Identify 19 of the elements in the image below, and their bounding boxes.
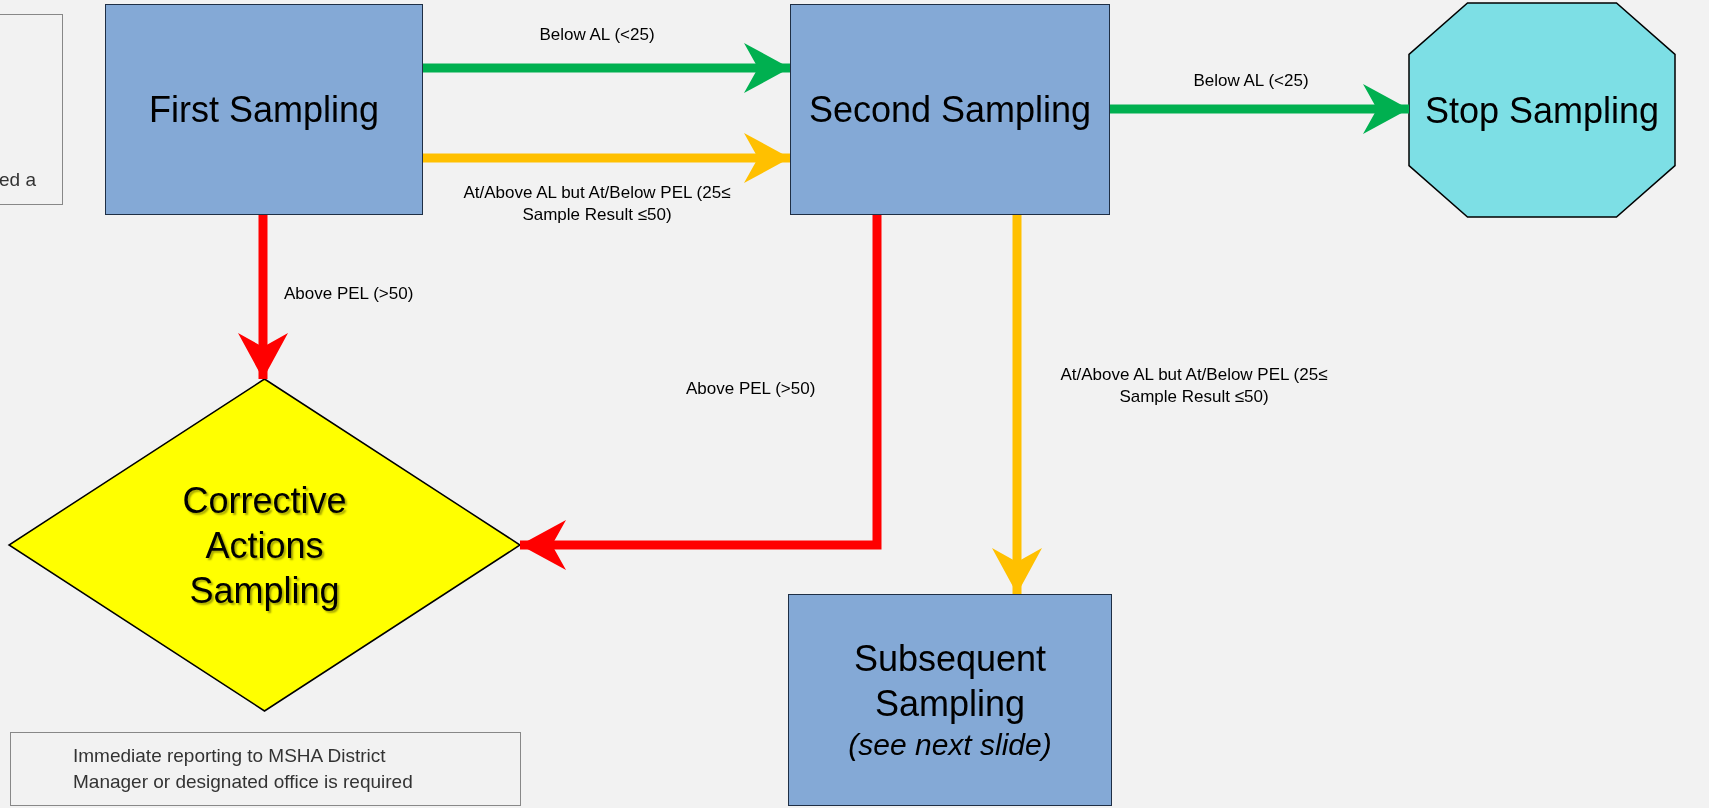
arrow [520,215,882,570]
box-label: Stop Sampling [1424,88,1660,133]
arrow [1110,84,1409,134]
arrow [238,215,288,379]
box-label: Immediate reporting to MSHA District Manager or designated office is required [73,744,414,794]
box-note: (see next slide) [848,727,1052,764]
note-box [0,14,63,205]
arrow [992,215,1042,594]
arrow [423,43,790,93]
process-box [788,594,1112,806]
box-label: ed a [0,167,37,192]
box-label: Subsequent Sampling [852,637,1048,727]
box-label: First Sampling [148,88,380,132]
arrow [423,133,790,183]
process-box [790,4,1110,215]
box-label: Corrective Actions Sampling [181,478,348,613]
box-label: Second Sampling [808,88,1092,132]
note-box [10,732,521,806]
process-box [105,4,423,215]
